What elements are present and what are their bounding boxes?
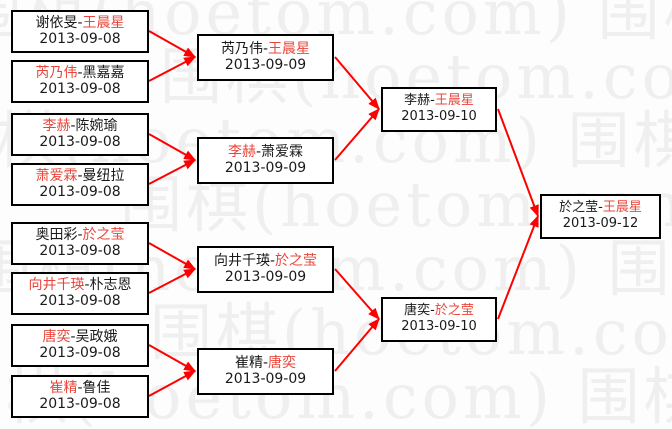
player-right: 鲁佳 (82, 380, 111, 397)
match-players: 李赫-萧爱霖 (228, 144, 303, 160)
player-separator: - (430, 303, 435, 319)
player-left: 唐奕 (42, 329, 71, 346)
match-players: 芮乃伟-黑嘉嘉 (35, 65, 124, 81)
player-right: 曼纽拉 (82, 168, 125, 185)
match-players: 向井千瑛-於之莹 (214, 253, 317, 269)
match-date: 2013-09-08 (39, 81, 121, 98)
match-players: 唐奕-吴政娥 (42, 329, 117, 345)
match-players: 奥田彩-於之莹 (35, 227, 124, 243)
player-right: 王晨星 (82, 15, 125, 32)
player-left: 芮乃伟 (35, 65, 78, 82)
match-date: 2013-09-08 (39, 134, 121, 151)
match-players: 李赫-王晨星 (404, 93, 474, 109)
match-players: 李赫-陈婉瑜 (42, 118, 117, 134)
player-separator: - (77, 380, 83, 397)
player-left: 谢依旻 (35, 15, 78, 32)
player-right: 唐奕 (268, 355, 297, 372)
player-separator: - (262, 41, 269, 58)
player-left: 奥田彩 (35, 227, 78, 244)
match-date: 2013-09-08 (39, 243, 121, 260)
player-separator: - (84, 277, 90, 294)
match-players: 向井千瑛-朴志恩 (28, 277, 131, 293)
match-players: 芮乃伟-王晨星 (221, 41, 310, 57)
player-left: 崔精 (234, 355, 263, 372)
match-date: 2013-09-08 (39, 293, 121, 310)
match-date: 2013-09-08 (39, 396, 121, 413)
match-date: 2013-09-10 (401, 109, 477, 125)
match-date: 2013-09-09 (224, 269, 307, 286)
player-right: 王晨星 (434, 93, 474, 109)
match-date: 2013-09-10 (401, 319, 477, 335)
player-left: 於之莹 (559, 200, 599, 216)
player-right: 黑嘉嘉 (82, 65, 125, 82)
match-players: 崔精-唐奕 (235, 355, 296, 371)
player-left: 李赫 (227, 144, 256, 161)
player-separator: - (255, 144, 262, 161)
player-right: 於之莹 (434, 303, 474, 319)
player-left: 唐奕 (404, 303, 431, 319)
player-left: 向井千瑛 (28, 277, 85, 294)
player-separator: - (77, 168, 83, 185)
match-date: 2013-09-08 (39, 31, 121, 48)
player-left: 李赫 (404, 93, 431, 109)
match-date: 2013-09-08 (39, 345, 121, 362)
player-right: 於之莹 (82, 227, 125, 244)
match-date: 2013-09-09 (224, 371, 307, 388)
match-date: 2013-09-12 (562, 216, 639, 232)
match-players: 於之莹-王晨星 (559, 200, 642, 216)
player-separator: - (77, 227, 83, 244)
player-left: 萧爱霖 (35, 168, 78, 185)
player-separator: - (598, 200, 603, 216)
player-separator: - (262, 355, 269, 372)
player-separator: - (77, 15, 83, 32)
player-right: 朴志恩 (89, 277, 132, 294)
player-right: 陈婉瑜 (75, 118, 118, 135)
player-separator: - (70, 118, 76, 135)
player-right: 吴政娥 (75, 329, 118, 346)
player-right: 王晨星 (268, 41, 311, 58)
match-date: 2013-09-09 (224, 160, 307, 177)
match-players: 崔精-鲁佳 (49, 380, 110, 396)
player-right: 萧爱霖 (261, 144, 304, 161)
match-players: 萧爱霖-曼纽拉 (35, 168, 124, 184)
player-left: 向井千瑛 (213, 253, 270, 270)
player-left: 李赫 (42, 118, 71, 135)
player-right: 於之莹 (275, 253, 318, 270)
player-left: 崔精 (49, 380, 78, 397)
player-separator: - (269, 253, 276, 270)
player-separator: - (77, 65, 83, 82)
player-right: 王晨星 (602, 200, 642, 216)
player-separator: - (70, 329, 76, 346)
player-left: 芮乃伟 (220, 41, 263, 58)
match-date: 2013-09-09 (224, 57, 307, 74)
match-date: 2013-09-08 (39, 184, 121, 201)
match-players: 唐奕-於之莹 (404, 303, 474, 319)
match-players: 谢依旻-王晨星 (35, 15, 124, 31)
player-separator: - (430, 93, 435, 109)
